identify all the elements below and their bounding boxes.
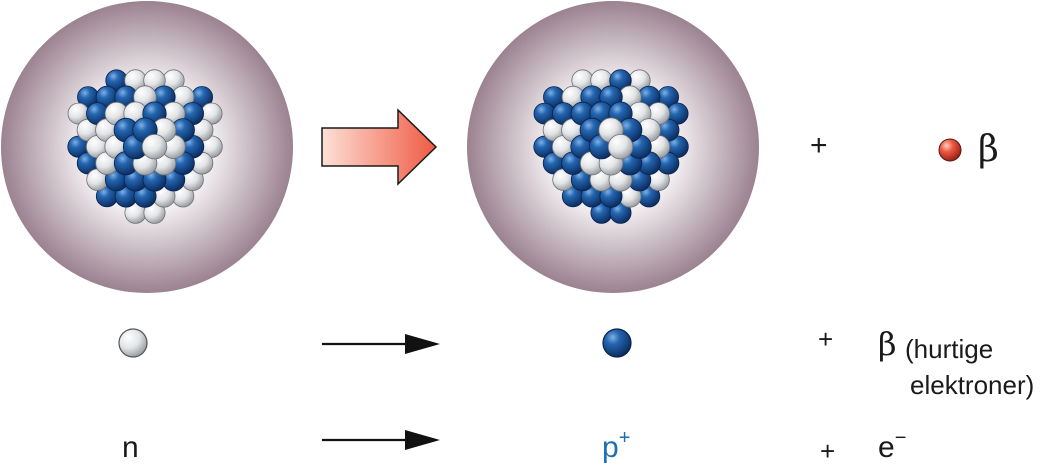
beta-description-line1: (hurtige (905, 334, 994, 364)
right-arrow-icon (322, 334, 440, 354)
neutron-label: n (122, 431, 139, 464)
proton-label: p+ (602, 427, 631, 464)
neutron-ball (607, 133, 634, 160)
proton-charge: + (618, 427, 631, 449)
beta-symbol: β (978, 129, 999, 170)
right-arrow-icon (321, 108, 438, 186)
beta-particle-icon (938, 138, 962, 162)
parent-nucleus (67, 69, 223, 224)
neutron-ball (141, 133, 168, 160)
right-arrow-icon (322, 430, 440, 450)
plus-sign: + (820, 436, 836, 466)
plus-sign: + (818, 324, 834, 354)
proton-base: p (602, 431, 619, 464)
beta-symbol: β (878, 325, 897, 363)
beta-description-line2: elektroner) (910, 370, 1035, 400)
electron-charge: − (894, 427, 907, 449)
electron-base: e (878, 431, 895, 464)
daughter-nucleus (533, 69, 689, 224)
proton-icon (602, 328, 632, 358)
plus-sign: + (810, 129, 828, 162)
electron-label: e− (878, 427, 907, 464)
neutron-icon (118, 328, 148, 358)
